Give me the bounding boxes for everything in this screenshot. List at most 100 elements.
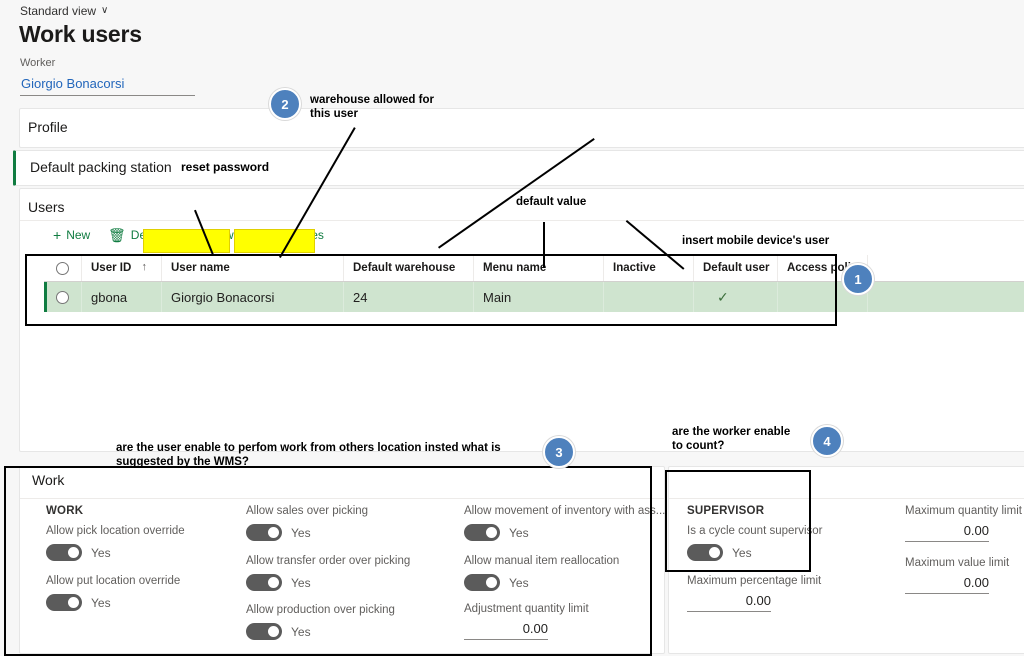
users-card-title: Users (28, 199, 65, 215)
toggle-is-cycle-count-supervisor[interactable]: Yes (687, 544, 823, 561)
toggle-allow-sales-over-picking[interactable]: Yes (246, 524, 368, 541)
view-selector[interactable]: Standard view ∨ (20, 4, 108, 18)
field-label: Allow pick location override (46, 525, 185, 537)
row-selection-accent (44, 282, 47, 312)
field-label: Is a cycle count supervisor (687, 525, 823, 537)
field-label: Adjustment quantity limit (464, 603, 589, 615)
toggle-allow-manual-item-reallocation[interactable]: Yes (464, 574, 619, 591)
cell-inactive[interactable] (604, 282, 694, 312)
field-label: Allow transfer order over picking (246, 555, 411, 567)
field-label: Maximum percentage limit (687, 575, 822, 587)
cell-default-user[interactable]: ✓ (694, 282, 778, 312)
view-selector-label: Standard view (20, 4, 97, 18)
table-row[interactable]: gbona Giorgio Bonacorsi 24 Main ✓ (44, 282, 1024, 313)
reset-password-button[interactable]: Reset password (162, 225, 254, 245)
field-maximum-quantity-limit[interactable]: Maximum quantity limit 0.00 (905, 505, 1022, 542)
toggle-switch-icon[interactable] (246, 574, 282, 591)
field-is-cycle-count-supervisor[interactable]: Is a cycle count supervisor Yes (687, 525, 823, 561)
work-card-title: Work (32, 472, 65, 488)
work-section-label: WORK (46, 505, 84, 517)
toggle-switch-icon[interactable] (464, 574, 500, 591)
cell-menu-name[interactable]: Main (474, 282, 604, 312)
field-underline (905, 593, 989, 594)
delete-button[interactable]: 🗑 Delete (105, 225, 168, 245)
column-header-menu-name[interactable]: Menu name (474, 255, 604, 281)
cell-default-warehouse[interactable]: 24 (344, 282, 474, 312)
field-label: Allow movement of inventory with ass... (464, 505, 666, 517)
column-header-user-name[interactable]: User name (162, 255, 344, 281)
toggle-value: Yes (291, 575, 311, 590)
field-allow-sales-over-picking[interactable]: Allow sales over picking Yes (246, 505, 368, 541)
field-value[interactable]: 0.00 (745, 593, 771, 608)
field-value[interactable]: 0.00 (522, 621, 548, 636)
field-label: Allow production over picking (246, 604, 395, 616)
toggle-value: Yes (509, 525, 529, 540)
field-value[interactable]: 0.00 (963, 523, 989, 538)
field-label: Maximum quantity limit (905, 505, 1022, 517)
checkmark-icon: ✓ (717, 288, 729, 305)
toggle-switch-icon[interactable] (687, 544, 723, 561)
column-header-default-warehouse[interactable]: Default warehouse (344, 255, 474, 281)
field-underline (464, 639, 548, 640)
column-header-default-user[interactable]: Default user (694, 255, 778, 281)
users-toolbar: + New 🗑 Delete Reset password Warehouses (20, 220, 1024, 249)
default-packing-station-title: Default packing station (30, 159, 172, 175)
toggle-value: Yes (91, 595, 111, 610)
row-select-cell[interactable] (44, 282, 82, 312)
sort-ascending-icon: ↑ (141, 261, 148, 273)
new-button-label: New (66, 228, 91, 242)
work-card-divider (20, 498, 664, 499)
toggle-switch-icon[interactable] (246, 524, 282, 541)
supervisor-card: SUPERVISOR Is a cycle count supervisor Y… (668, 466, 1024, 654)
new-button[interactable]: + New (50, 225, 93, 245)
reset-password-button-label: Reset password (165, 228, 252, 242)
column-label: User ID (91, 262, 132, 274)
toggle-allow-production-over-picking[interactable]: Yes (246, 623, 395, 640)
delete-button-label: Delete (130, 228, 166, 242)
profile-card[interactable]: Profile (19, 108, 1024, 148)
plus-icon: + (53, 227, 62, 243)
field-allow-production-over-picking[interactable]: Allow production over picking Yes (246, 604, 395, 640)
field-allow-put-location-override[interactable]: Allow put location override Yes (46, 575, 180, 611)
toggle-value: Yes (509, 575, 529, 590)
toggle-switch-icon[interactable] (464, 524, 500, 541)
toggle-value: Yes (291, 624, 311, 639)
warehouses-button-label: Warehouses (257, 228, 324, 242)
field-allow-transfer-order-over-picking[interactable]: Allow transfer order over picking Yes (246, 555, 410, 591)
supervisor-section-label: SUPERVISOR (687, 505, 765, 517)
page-title: Work users (19, 21, 142, 47)
column-header-user-id[interactable]: User ID ↑ (82, 255, 162, 281)
toggle-allow-put-location-override[interactable]: Yes (46, 594, 180, 611)
field-value[interactable]: 0.00 (963, 575, 989, 590)
field-allow-manual-item-reallocation[interactable]: Allow manual item reallocation Yes (464, 555, 619, 591)
field-adjustment-quantity-limit[interactable]: Adjustment quantity limit 0.00 (464, 603, 589, 640)
field-allow-pick-location-override[interactable]: Allow pick location override Yes (46, 525, 185, 561)
toggle-switch-icon[interactable] (246, 623, 282, 640)
radio-icon[interactable] (56, 261, 69, 275)
cell-access-policy[interactable] (778, 282, 868, 312)
cell-user-id[interactable]: gbona (82, 282, 162, 312)
work-card: Work WORK Allow pick location override Y… (19, 466, 665, 654)
field-maximum-value-limit[interactable]: Maximum value limit 0.00 (905, 557, 1009, 594)
worker-field-value[interactable]: Giorgio Bonacorsi (21, 76, 125, 91)
chevron-down-icon: ∨ (101, 5, 109, 16)
profile-card-title: Profile (28, 119, 68, 135)
select-all-cell[interactable] (44, 255, 82, 281)
toggle-allow-movement-of-inventory[interactable]: Yes (464, 524, 665, 541)
cell-user-name[interactable]: Giorgio Bonacorsi (162, 282, 344, 312)
field-label: Maximum value limit (905, 557, 1010, 569)
toggle-allow-pick-location-override[interactable]: Yes (46, 544, 185, 561)
toggle-value: Yes (732, 545, 752, 560)
toggle-allow-transfer-order-over-picking[interactable]: Yes (246, 574, 410, 591)
toggle-switch-icon[interactable] (46, 594, 82, 611)
toggle-switch-icon[interactable] (46, 544, 82, 561)
field-allow-movement-of-inventory[interactable]: Allow movement of inventory with ass... … (464, 505, 665, 541)
field-maximum-percentage-limit[interactable]: Maximum percentage limit 0.00 (687, 575, 821, 612)
warehouses-button[interactable]: Warehouses (254, 225, 327, 245)
radio-icon[interactable] (56, 290, 69, 304)
column-header-access-policy[interactable]: Access policy (778, 255, 868, 281)
default-packing-station-card[interactable]: Default packing station (13, 150, 1024, 186)
column-header-inactive[interactable]: Inactive (604, 255, 694, 281)
users-card: Users + New 🗑 Delete Reset password Ware… (19, 188, 1024, 452)
toggle-value: Yes (91, 545, 111, 560)
